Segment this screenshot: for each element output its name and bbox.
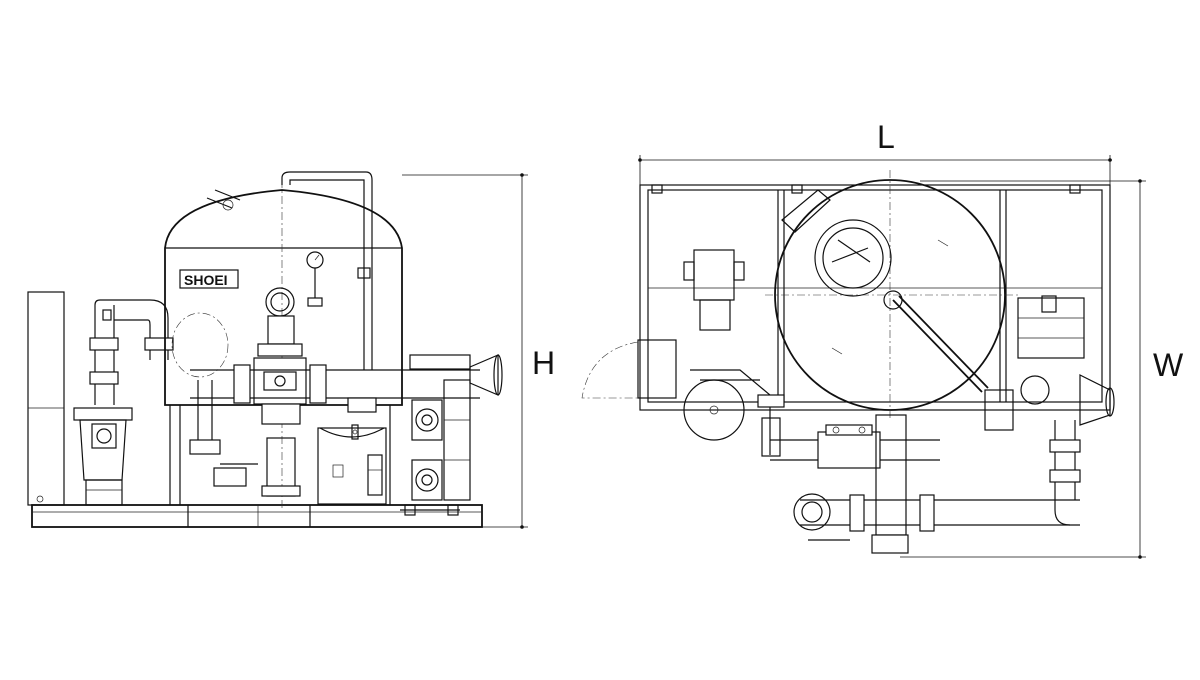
length-label: L xyxy=(877,119,895,155)
top-frame xyxy=(639,184,1111,411)
top-right-equipment xyxy=(984,295,1115,431)
top-view: L W xyxy=(581,119,1184,559)
motor-pump xyxy=(683,249,785,457)
pump-assembly-right xyxy=(367,354,503,516)
height-label: H xyxy=(532,345,555,381)
control-box xyxy=(27,291,65,506)
top-piping xyxy=(770,414,1081,554)
tank-top xyxy=(765,170,1020,420)
front-view: SHOEI xyxy=(27,171,555,529)
brand-label: SHOEI xyxy=(184,272,228,288)
width-label: W xyxy=(1153,347,1184,383)
top-control-box xyxy=(581,339,677,399)
pressure-gauge xyxy=(281,171,373,370)
valve-manifold xyxy=(189,287,480,505)
base-skid xyxy=(31,504,483,528)
width-dimension: W xyxy=(900,179,1184,559)
filter-tank: SHOEI xyxy=(164,180,403,510)
length-dimension: L xyxy=(638,119,1112,185)
pump-assembly-left xyxy=(73,299,174,506)
height-dimension: H xyxy=(402,173,555,529)
